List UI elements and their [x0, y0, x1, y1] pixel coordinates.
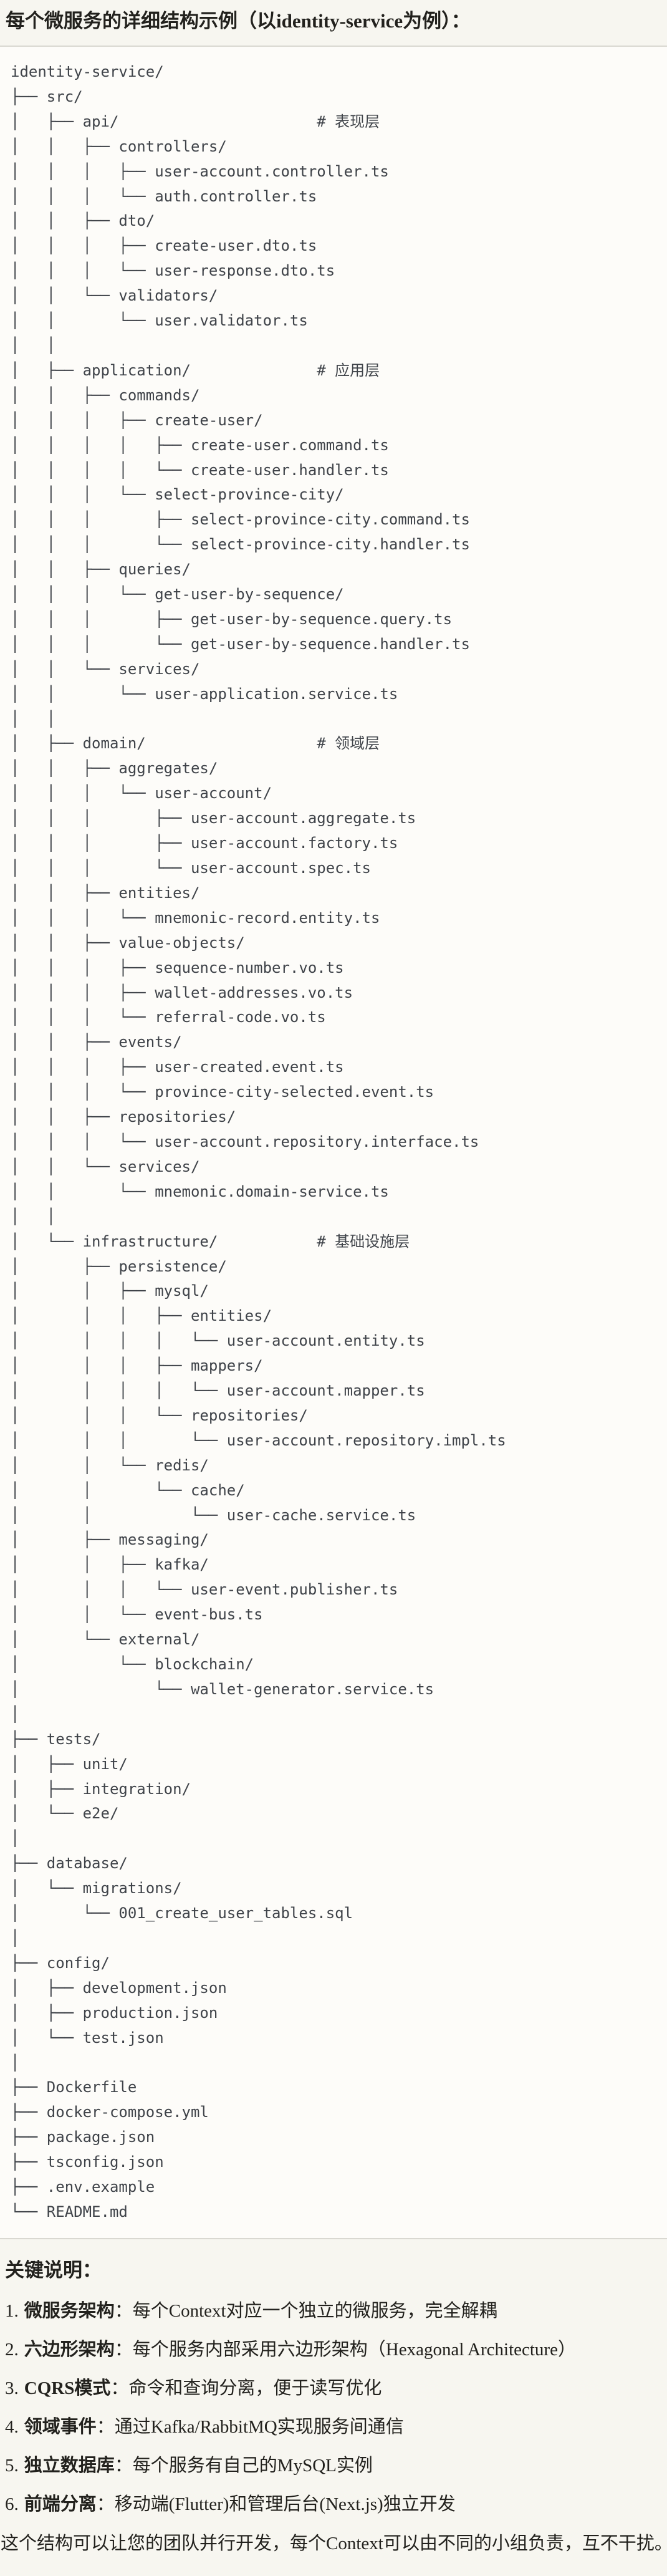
- list-item-text: 通过Kafka/RabbitMQ实现服务间通信: [114, 2416, 404, 2437]
- list-item-frontend-separation: 6.前端分离：移动端(Flutter)和管理后台(Next.js)独立开发: [5, 2492, 667, 2516]
- list-item-number: 2.: [5, 2339, 19, 2360]
- directory-tree-code-block: identity-service/ ├── src/ │ ├── api/ # …: [0, 46, 667, 2239]
- list-item-separator: ：: [114, 2300, 133, 2321]
- list-item-text: 每个Context对应一个独立的微服务，完全解耦: [132, 2300, 497, 2321]
- list-item-number: 6.: [5, 2494, 19, 2514]
- list-item-label: 六边形架构: [24, 2339, 115, 2360]
- notes-title: 关键说明：: [5, 2259, 102, 2281]
- list-item-number: 4.: [5, 2416, 19, 2437]
- list-item-text: 移动端(Flutter)和管理后台(Next.js)独立开发: [114, 2494, 456, 2514]
- closing-paragraph: 这个结构可以让您的团队并行开发，每个Context可以由不同的小组负责，互不干扰…: [1, 2533, 667, 2554]
- list-item-cqrs-pattern: 3.CQRS模式：命令和查询分离，便于读写优化: [5, 2376, 667, 2400]
- list-item-label: 前端分离: [24, 2494, 97, 2514]
- list-item-separator: ：: [114, 2455, 133, 2476]
- list-item-separator: ：: [96, 2416, 115, 2437]
- list-item-text: 每个服务有自己的MySQL实例: [132, 2455, 373, 2476]
- list-item-label: 独立数据库: [24, 2455, 115, 2476]
- list-item-label: 微服务架构: [24, 2300, 115, 2321]
- list-item-number: 1.: [5, 2300, 19, 2321]
- document-page: 每个微服务的详细结构示例（以identity-service为例）： ident…: [0, 9, 667, 2555]
- list-item-separator: ：: [96, 2494, 115, 2514]
- list-item-separator: ：: [114, 2339, 133, 2360]
- list-item-domain-events: 4.领域事件：通过Kafka/RabbitMQ实现服务间通信: [5, 2415, 667, 2439]
- notes-list: 1.微服务架构：每个Context对应一个独立的微服务，完全解耦 2.六边形架构…: [0, 2299, 667, 2516]
- list-item-label: 领域事件: [24, 2416, 97, 2437]
- list-item-separator: ：: [110, 2378, 129, 2398]
- list-item-independent-database: 5.独立数据库：每个服务有自己的MySQL实例: [5, 2454, 667, 2477]
- list-item-number: 3.: [5, 2378, 19, 2398]
- directory-tree-text: identity-service/ ├── src/ │ ├── api/ # …: [11, 63, 506, 2221]
- list-item-hexagonal-architecture: 2.六边形架构：每个服务内部采用六边形架构（Hexagonal Architec…: [5, 2338, 667, 2361]
- list-item-text: 每个服务内部采用六边形架构（Hexagonal Architecture）: [132, 2339, 576, 2360]
- list-item-label: CQRS模式: [24, 2378, 111, 2398]
- list-item-text: 命令和查询分离，便于读写优化: [128, 2378, 382, 2398]
- page-title: 每个微服务的详细结构示例（以identity-service为例）：: [6, 10, 471, 32]
- list-item-number: 5.: [5, 2455, 19, 2476]
- list-item-microservice-architecture: 1.微服务架构：每个Context对应一个独立的微服务，完全解耦: [5, 2299, 667, 2323]
